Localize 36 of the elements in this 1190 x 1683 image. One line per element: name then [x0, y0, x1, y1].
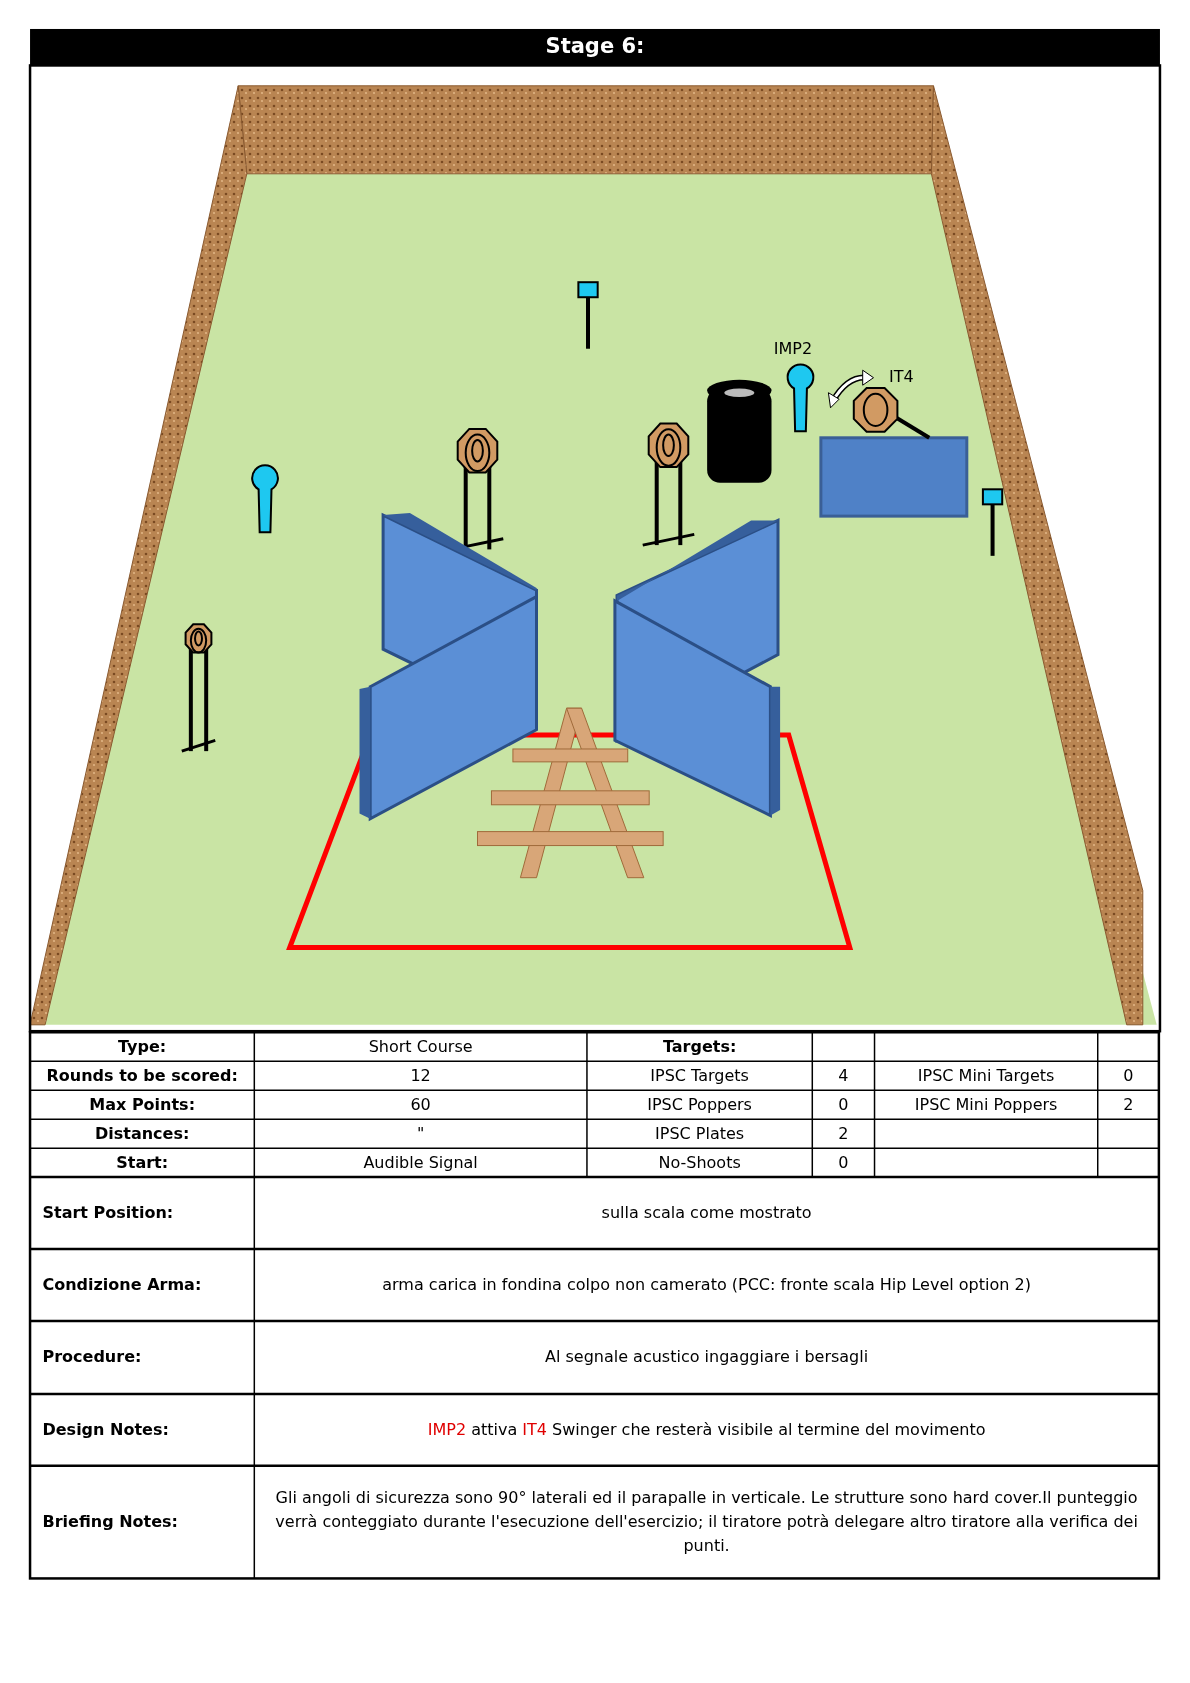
field-label: Condizione Arma: [42, 1273, 202, 1296]
field-value: IMP2 attiva IT4 Swinger che resterà visibile al termine del movimento [427, 1418, 986, 1441]
field-value: IPSC Mini Targets [917, 1064, 1055, 1087]
field-value: 12 [410, 1064, 431, 1087]
field-label: Targets: [662, 1035, 737, 1058]
field-value: Audible Signal [363, 1151, 478, 1174]
field-label: Start: [116, 1151, 169, 1174]
field-value: IPSC Poppers [647, 1093, 752, 1116]
stage-title: Stage 6: [545, 33, 645, 61]
field-value: 4 [838, 1064, 849, 1087]
field-value: 60 [410, 1093, 431, 1116]
target-label: IT4 [889, 365, 914, 388]
field-value: 2 [838, 1122, 849, 1145]
field-value: sulla scala come mostrato [601, 1202, 812, 1225]
field-value: 2 [1123, 1093, 1134, 1116]
field-label: Design Notes: [42, 1418, 169, 1441]
field-label: Procedure: [42, 1346, 142, 1369]
target-label: IMP2 [773, 337, 813, 360]
field-label: Distances: [94, 1122, 190, 1145]
field-value: Gli angoli di sicurezza sono 90° laterali ed il parapalle in verticale. Le strutture sono hard cover.Il punteggio verrà conteggiato durante l'esecuzione dell'esercizio; il tiratore potrà delegare altro tiratore alla verifica dei punti. [274, 1487, 1139, 1558]
field-label: Briefing Notes: [42, 1511, 178, 1534]
field-label: Start Position: [42, 1202, 174, 1225]
field-label: Type: [118, 1035, 167, 1058]
field-value: IPSC Mini Poppers [914, 1093, 1058, 1116]
field-value: IPSC Plates [655, 1122, 745, 1145]
field-value: " [416, 1122, 425, 1145]
field-value: 0 [1123, 1064, 1134, 1087]
field-label: Rounds to be scored: [46, 1064, 238, 1087]
field-value: IPSC Targets [650, 1064, 749, 1087]
field-value: Short Course [368, 1035, 473, 1058]
field-value: Al segnale acustico ingaggiare i bersagli [545, 1346, 869, 1369]
field-label: Max Points: [89, 1093, 196, 1116]
field-value: 0 [838, 1093, 849, 1116]
field-value: 0 [838, 1151, 849, 1174]
field-value: No-Shoots [658, 1151, 741, 1174]
field-value: arma carica in fondina colpo non camerato (PCC: fronte scala Hip Level option 2) [382, 1273, 1031, 1296]
